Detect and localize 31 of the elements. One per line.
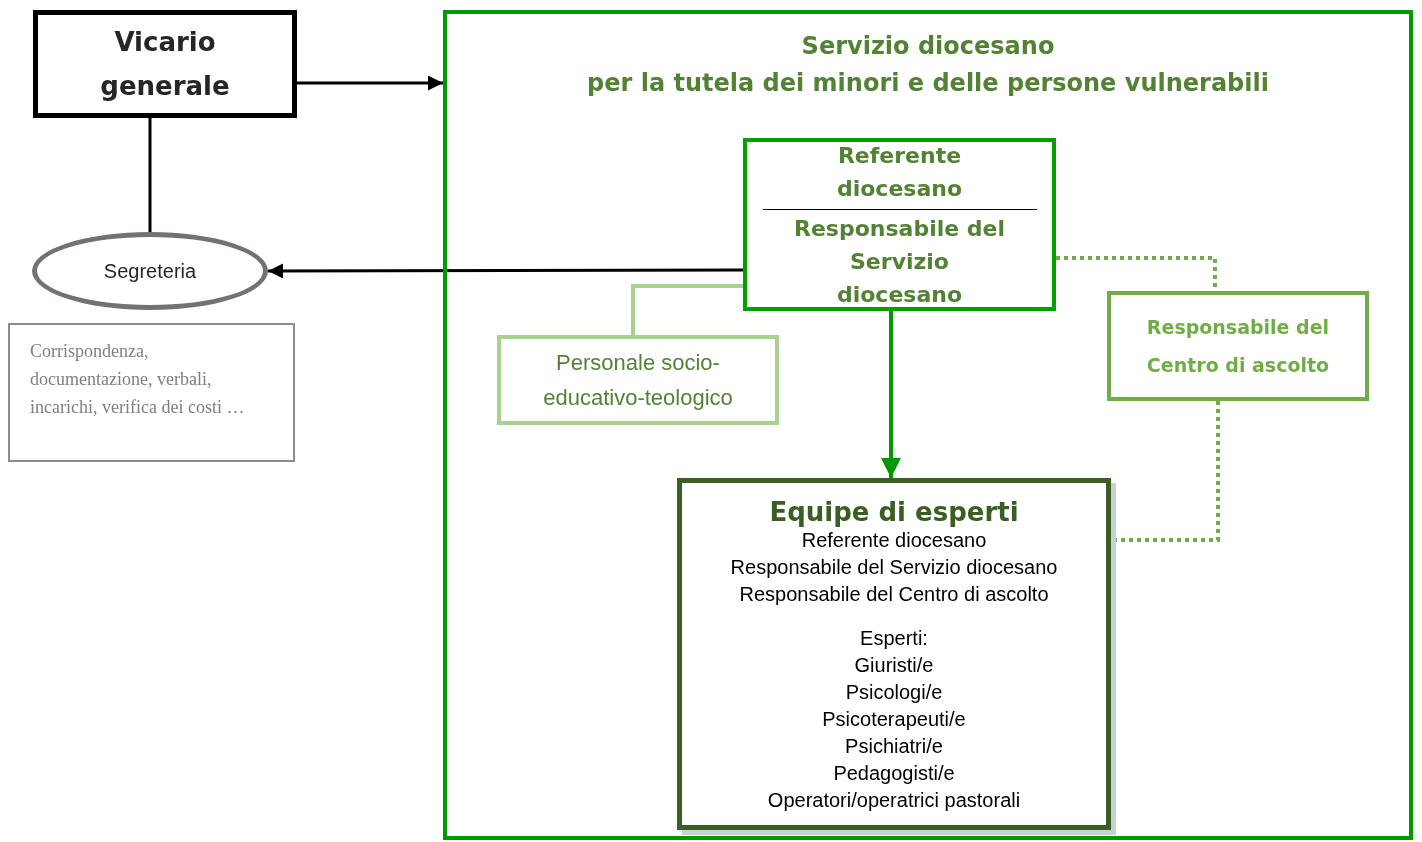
connector-line [881, 311, 901, 478]
service-title: per la tutela dei minori e delle persone vulnerabili [586, 68, 1270, 99]
role-title: Referente diocesano [835, 141, 964, 203]
note-box [8, 323, 295, 462]
team-member-line: Esperti: [860, 626, 928, 651]
node-label: Segreteria [103, 259, 197, 283]
team-member-line: Giuristi/e [854, 653, 934, 678]
connector-line [148, 118, 152, 232]
team-member-line: Psichiatri/e [845, 734, 943, 759]
note-text: Corrispondenza, documentazione, verbali, incarichi, verifica dei costi … [30, 340, 246, 419]
team-member-line: Psicoterapeuti/e [822, 707, 966, 732]
team-member-line: Operatori/operatrici pastorali [767, 788, 1021, 813]
staff-box [497, 335, 779, 425]
team-member-line: Psicologi/e [845, 680, 943, 705]
process-box [33, 10, 297, 118]
service-title: Servizio diocesano [800, 31, 1056, 62]
node-label: Personale socio-educativo-teologico [542, 349, 734, 412]
role-box [1107, 291, 1369, 401]
node-label: Responsabile del Centro di ascolto [1145, 315, 1331, 378]
connector-line [297, 75, 443, 91]
team-heading: Equipe di esperti [769, 497, 1019, 527]
connector-line [631, 284, 743, 335]
role-subtitle: Responsabile del Servizio diocesano [792, 214, 1006, 309]
node-label: Vicario generale [99, 26, 231, 103]
team-member-line: Pedagogisti/e [833, 761, 955, 786]
service-frame [443, 10, 1413, 840]
connector-line [268, 263, 743, 279]
role-box [743, 138, 1056, 311]
team-member-line: Responsabile del Centro di ascolto [739, 582, 1049, 607]
team-member-line: Responsabile del Servizio diocesano [730, 555, 1058, 580]
team-member-line: Referente diocesano [801, 528, 987, 553]
